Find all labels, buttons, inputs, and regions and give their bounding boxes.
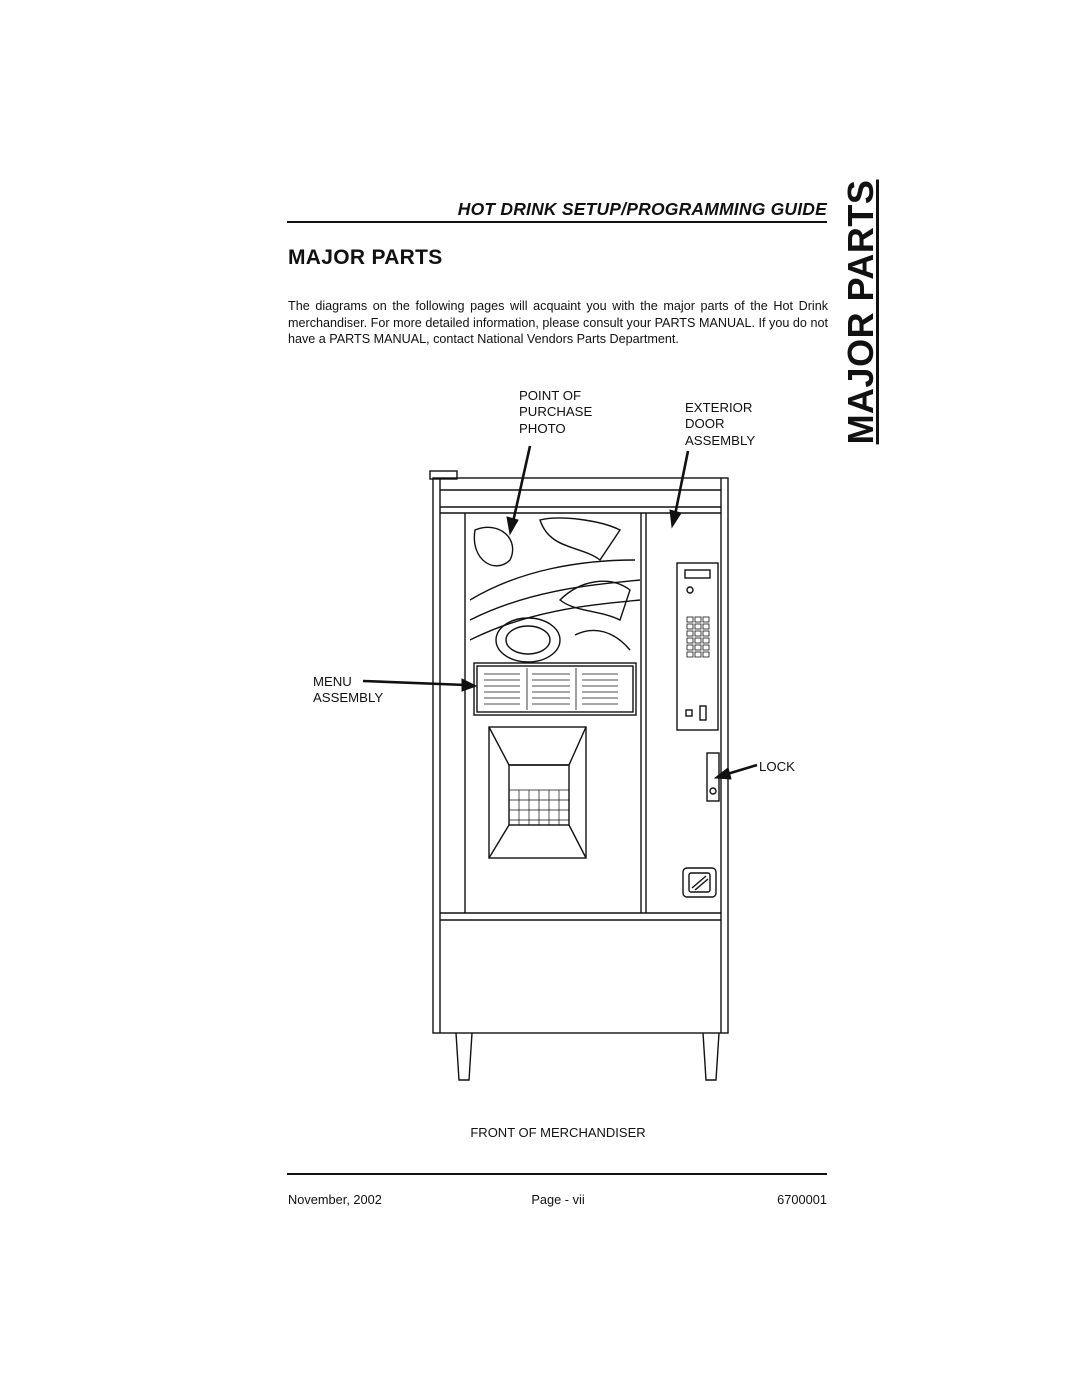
arrow-exterior-door <box>673 450 690 516</box>
callout-line: EXTERIOR <box>685 400 753 415</box>
figure-caption: FRONT OF MERCHANDISER <box>470 1125 646 1140</box>
arrow-menu-assembly <box>362 679 467 687</box>
cup-station <box>488 726 587 859</box>
callout-lock: LOCK <box>759 759 795 774</box>
callout-menu-assembly: MENU ASSEMBLY <box>313 674 383 707</box>
coin-return <box>682 867 717 898</box>
footer-rule <box>287 1173 827 1175</box>
guide-title: HOT DRINK SETUP/PROGRAMMING GUIDE <box>457 199 827 219</box>
intro-paragraph: The diagrams on the following pages will… <box>288 299 828 347</box>
callout-line: POINT OF <box>519 388 582 403</box>
callout-line: ASSEMBLY <box>313 690 384 706</box>
callout-line: MENU <box>313 674 352 689</box>
page-title: MAJOR PARTS <box>288 246 443 269</box>
footer-date: November, 2002 <box>288 1192 382 1207</box>
callout-point-of-purchase: POINT OF PURCHASE PHOTO <box>519 388 592 437</box>
header-rule <box>287 221 827 223</box>
footer-page-number: Page - vii <box>531 1192 585 1207</box>
callout-line: DOOR <box>685 416 725 432</box>
callout-line: PURCHASE <box>519 404 593 420</box>
callout-line: ASSEMBLY <box>685 432 756 448</box>
cabinet-outline <box>432 477 729 1034</box>
menu-panel <box>473 662 637 716</box>
control-panel <box>676 562 719 731</box>
callout-exterior-door: EXTERIOR DOOR ASSEMBLY <box>685 400 755 449</box>
callout-line: PHOTO <box>519 420 566 436</box>
arrow-point-of-purchase <box>511 445 532 523</box>
footer-doc-number: 6700001 <box>777 1192 827 1207</box>
